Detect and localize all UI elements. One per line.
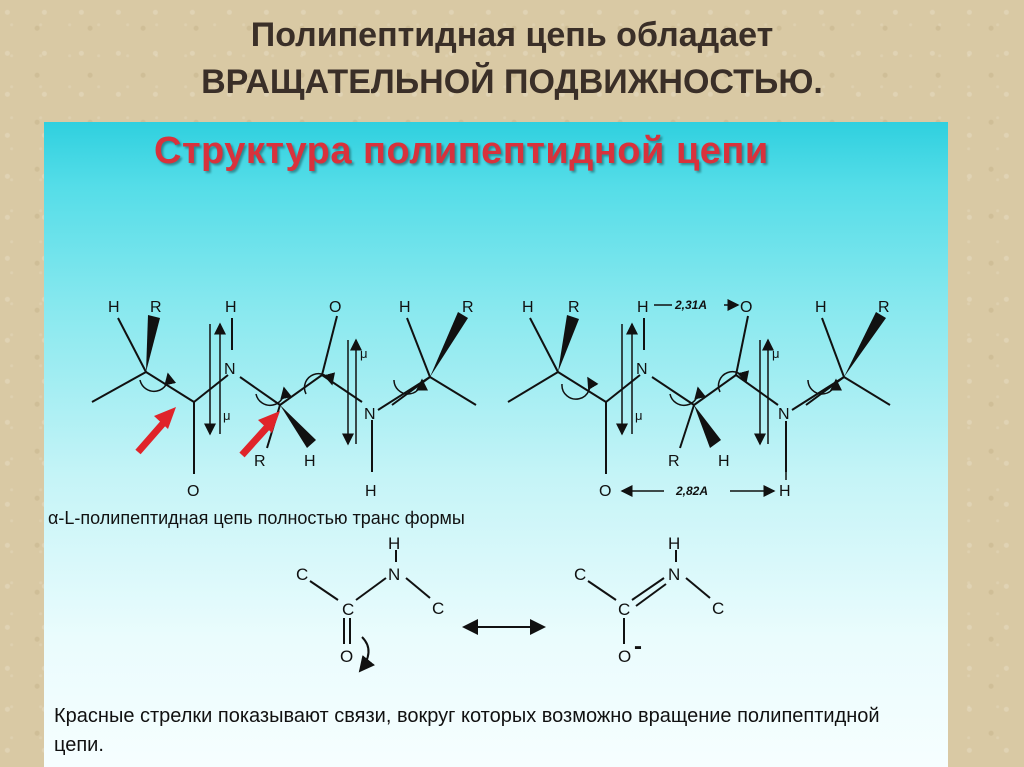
- atom-h: H: [668, 534, 680, 553]
- dipole-arrows: [204, 322, 774, 446]
- atom-c: C: [432, 599, 444, 618]
- panel-title: Структура полипептидной цепи: [154, 130, 769, 172]
- wedge-bonds: [146, 312, 886, 448]
- distance-label-top: 2,31A: [674, 298, 707, 312]
- red-arrows: [135, 407, 280, 458]
- atom-r: R: [568, 299, 580, 316]
- atom-c: C: [342, 600, 354, 619]
- atom-n: N: [778, 406, 790, 423]
- atom-h: H: [637, 299, 649, 316]
- atom-o: O: [340, 647, 353, 666]
- dipole-symbol: μ: [635, 408, 643, 423]
- atom-h: H: [388, 534, 400, 553]
- atom-n: N: [388, 565, 400, 584]
- atom-c: C: [574, 565, 586, 584]
- lower-substituent-bonds: [266, 404, 695, 449]
- dipole-symbol: μ: [360, 346, 368, 361]
- atom-h: H: [225, 299, 237, 316]
- slide-title-line-2: ВРАЩАТЕЛЬНОЙ ПОДВИЖНОСТЬЮ.: [201, 63, 823, 101]
- atom-h: H: [779, 483, 791, 500]
- distance-lines: [620, 299, 787, 497]
- dipole-symbol: μ: [772, 346, 780, 361]
- atom-h: H: [399, 299, 411, 316]
- slide-title-line-1: Полипептидная цепь обладает: [250, 16, 774, 54]
- negative-charge: -: [634, 633, 642, 660]
- atom-c: C: [712, 599, 724, 618]
- atom-o: O: [599, 483, 611, 500]
- atom-r: R: [150, 299, 162, 316]
- rotation-arrows: [139, 370, 842, 406]
- atom-r: R: [462, 299, 474, 316]
- atom-r: R: [668, 453, 680, 470]
- atom-h: H: [108, 299, 120, 316]
- atom-n: N: [668, 565, 680, 584]
- chain-bonds: [91, 315, 891, 474]
- atom-n: N: [636, 361, 648, 378]
- chain-caption: α-L-полипептидная цепь полностью транс ф…: [48, 508, 465, 528]
- resonance-atoms: C C H N C O C C H N C O -: [296, 534, 724, 666]
- rotation-note: Красные стрелки показывают связи, вокруг…: [54, 705, 880, 756]
- atom-h: H: [365, 483, 377, 500]
- slide-title: Полипептидная цепь обладает ВРАЩАТЕЛЬНОЙ…: [0, 12, 1024, 106]
- atom-c: C: [618, 600, 630, 619]
- atom-h: H: [718, 453, 730, 470]
- distance-label-bottom: 2,82A: [675, 484, 708, 498]
- atom-r: R: [254, 453, 266, 470]
- dipole-labels: μ μ μ μ: [223, 346, 780, 423]
- atom-h: H: [815, 299, 827, 316]
- atom-h: H: [304, 453, 316, 470]
- atom-o: O: [740, 299, 752, 316]
- atom-o: O: [618, 647, 631, 666]
- atom-o: O: [329, 299, 341, 316]
- chain-atoms: H R H N O R H O N H H R H R H N O R H O …: [108, 299, 890, 500]
- content-panel: Структура полипептидной цепи: [44, 122, 948, 767]
- atom-o: O: [187, 483, 199, 500]
- atom-n: N: [224, 361, 236, 378]
- atom-n: N: [364, 406, 376, 423]
- distance-labels: 2,31A 2,82A: [674, 298, 708, 498]
- resonance-bonds: [309, 550, 711, 673]
- atom-c: C: [296, 565, 308, 584]
- peptide-diagram: H R H N O R H O N H H R H R H N O R H O …: [91, 298, 891, 673]
- atom-h: H: [522, 299, 534, 316]
- atom-r: R: [878, 299, 890, 316]
- dipole-symbol: μ: [223, 408, 231, 423]
